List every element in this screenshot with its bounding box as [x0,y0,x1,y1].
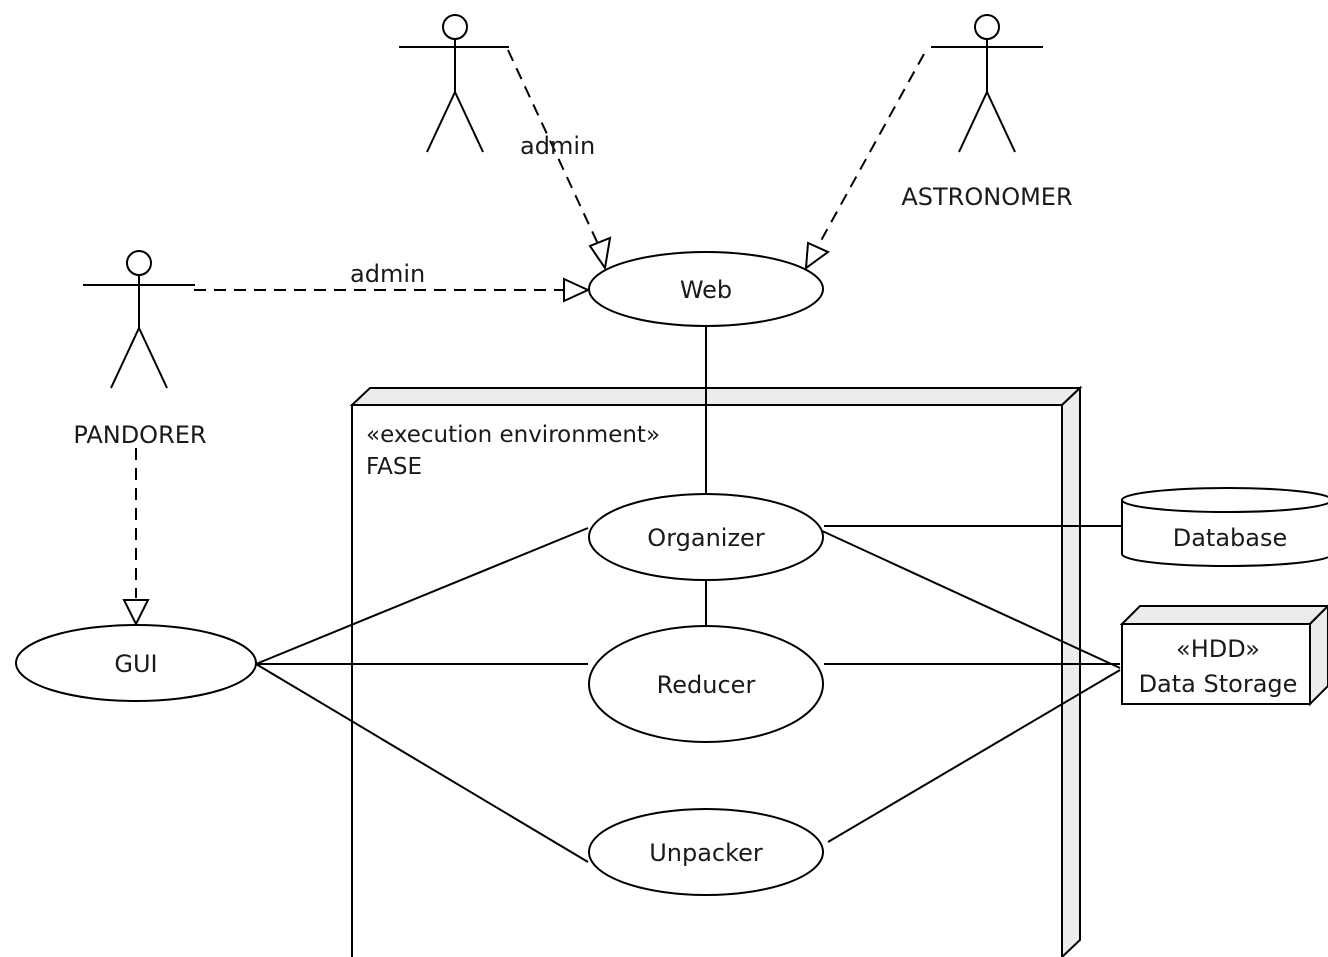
usecase-organizer[interactable]: Organizer [588,493,824,581]
usecase-organizer-ellipse [588,493,824,581]
astronomer-web-arrowhead [804,241,830,271]
pandorer-web-arrowhead [563,277,591,303]
admin-web-arrowhead [588,236,612,271]
usecase-web-label: Web [680,276,732,304]
data-storage-side [1309,604,1328,707]
admin-edge-label-top: admin [520,132,595,160]
astronomer-actor-left-leg [958,91,988,153]
gui-organizer-link [255,527,589,665]
usecase-gui[interactable]: GUI [15,624,257,702]
pandorer-actor[interactable]: PANDORER [73,250,207,449]
pandorer-actor-left-leg [110,327,140,389]
pandorer-actor-right-leg [138,327,168,389]
admin-actor[interactable] [399,14,509,153]
astronomer-actor-right-leg [986,91,1016,153]
admin-actor-right-leg [454,91,484,153]
database-label: Database [1173,524,1288,552]
usecase-reducer[interactable]: Reducer [588,625,824,743]
fase-node-top [349,387,1083,406]
pandorer-actor-name: PANDORER [73,421,206,449]
pandorer-gui-arrowhead [122,599,150,627]
unpacker-storage-link [827,669,1121,843]
admin-edge-label-left: admin [350,260,425,288]
admin-actor-head [442,14,468,40]
data-storage-top [1119,605,1328,625]
database-top [1121,487,1328,513]
dependencies [122,49,925,627]
data-storage-stereotype: «HDD» [1176,635,1260,663]
astronomer-actor-name: ASTRONOMER [901,183,1072,211]
pandorer-actor-head [126,250,152,276]
fase-node[interactable]: «execution environment» FASE [349,385,1083,957]
usecase-unpacker-label: Unpacker [649,839,763,867]
usecase-unpacker-ellipse [588,808,824,896]
usecase-web-ellipse [588,251,824,327]
data-storage-front [1121,623,1311,705]
usecase-organizer-label: Organizer [647,524,765,552]
astronomer-actor-head [974,14,1000,40]
database-body [1121,499,1328,567]
fase-node-side [1061,385,1081,957]
astronomer-web-dependency [817,53,925,247]
astronomer-actor[interactable]: ASTRONOMER [901,14,1073,211]
gui-unpacker-link [255,663,589,863]
organizer-storage-link [819,529,1121,669]
fase-node-stereotype: «execution environment» [366,422,660,448]
connectors [255,326,1122,863]
usecase-gui-label: GUI [114,650,157,678]
database[interactable]: Database [1121,487,1328,567]
usecase-reducer-label: Reducer [657,671,756,699]
admin-web-dependency [507,49,599,245]
usecase-web[interactable]: Web [588,251,824,327]
data-storage-node[interactable]: «HDD» Data Storage [1119,604,1328,707]
fase-node-name: FASE [366,454,422,480]
usecase-unpacker[interactable]: Unpacker [588,808,824,896]
data-storage-name: Data Storage [1139,670,1298,698]
usecase-gui-ellipse [15,624,257,702]
admin-actor-left-leg [426,91,456,153]
usecase-reducer-ellipse [588,625,824,743]
